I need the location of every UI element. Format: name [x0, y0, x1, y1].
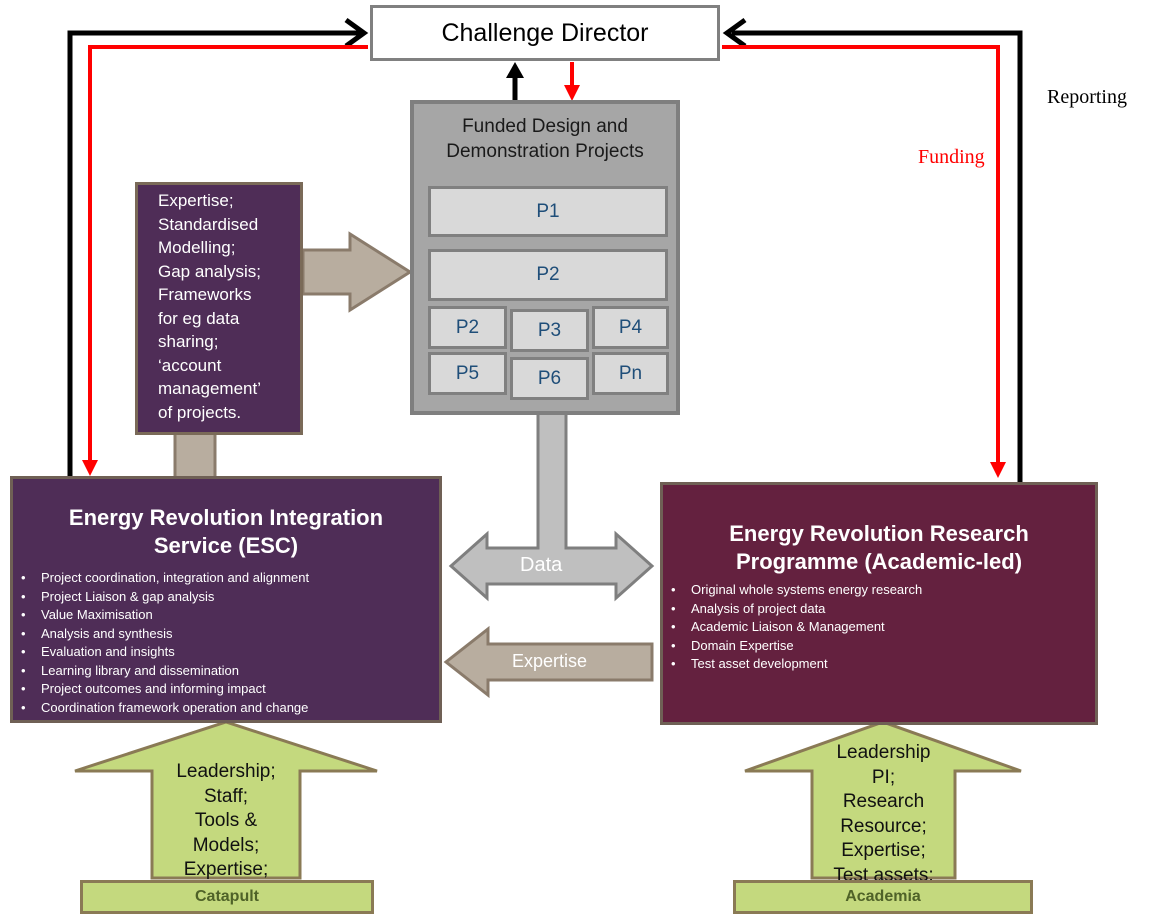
project-pn: Pn [592, 352, 669, 395]
esc-bullet: Project coordination, integration and al… [21, 569, 309, 588]
challenge-director-label: Challenge Director [441, 18, 649, 47]
esc-bullet: Value Maximisation [21, 606, 309, 625]
expertise-line: ‘account [158, 355, 222, 375]
funding-label: Funding [918, 146, 985, 168]
data-flow-arrow [448, 411, 655, 602]
esc-box: Energy Revolution Integration Service (E… [10, 476, 442, 723]
project-p6: P6 [510, 357, 589, 400]
err-funding-line [722, 45, 1000, 464]
expertise-line: Expertise; [158, 191, 234, 210]
research-bullet: Test asset development [671, 655, 922, 674]
esc-bullet: Analysis and synthesis [21, 625, 309, 644]
research-bullet: Original whole systems energy research [671, 581, 922, 600]
catapult-resources: Leadership; Staff; Tools & Models; Exper… [176, 761, 276, 880]
data-flow-label: Data [520, 554, 563, 576]
expertise-flow-label: Expertise [512, 651, 588, 671]
esc-reporting-arrowhead [344, 17, 369, 49]
expertise-line: management’ [158, 379, 262, 398]
expertise-box-stem [173, 431, 217, 480]
catapult-base: Catapult [80, 880, 374, 914]
esc-title: Energy Revolution Integration Service (E… [68, 505, 384, 558]
err-funding-arrowhead [990, 462, 1006, 478]
funded-projects-title: Funded Design and Demonstration Projects [446, 116, 644, 162]
challenge-director-box: Challenge Director [370, 5, 720, 61]
academia-resource-arrow [744, 720, 1022, 880]
esc-bullet: Learning library and dissemination [21, 662, 309, 681]
academia-base: Academia [733, 880, 1033, 914]
err-reporting-arrowhead [722, 17, 747, 49]
expertise-line: of projects. [158, 402, 242, 422]
esc-bullet: Project Liaison & gap analysis [21, 588, 309, 607]
esc-bullet: Coordination framework operation and cha… [21, 699, 309, 718]
catapult-resource-arrow [74, 720, 378, 880]
project-p4: P4 [592, 306, 669, 349]
project-p3: P3 [510, 309, 589, 352]
funded-projects-box: Funded Design and Demonstration Projects… [410, 100, 680, 415]
expertise-line: Modelling; [158, 238, 236, 257]
esc-funding-arrowhead [82, 460, 98, 476]
research-programme-box: Energy Revolution Research Programme (Ac… [660, 482, 1098, 725]
esc-bullet-list: Project coordination, integration and al… [21, 569, 309, 717]
research-bullet: Domain Expertise [671, 637, 922, 656]
expertise-services-box: Expertise; Standardised Modelling; Gap a… [135, 182, 303, 435]
project-p2-wide: P2 [428, 249, 668, 301]
academia-resources: Leadership PI; Research Resource; Expert… [833, 742, 934, 886]
research-bullet-list: Original whole systems energy research A… [671, 581, 922, 674]
project-p5: P5 [428, 352, 507, 395]
expertise-line: Frameworks [158, 285, 252, 304]
projects-reporting-arrowhead [506, 62, 524, 78]
research-programme-title: Energy Revolution Research Programme (Ac… [729, 521, 1029, 574]
reporting-label: Reporting [1047, 86, 1127, 108]
esc-funding-line [88, 45, 368, 462]
expertise-line: sharing; [158, 332, 219, 351]
esc-bullet: Project outcomes and informing impact [21, 680, 309, 699]
projects-funding-arrowhead [564, 85, 580, 101]
esc-bullet: Evaluation and insights [21, 643, 309, 662]
expertise-to-projects-arrow [301, 231, 413, 313]
expertise-line: for eg data [158, 308, 240, 328]
project-p2: P2 [428, 306, 507, 349]
research-bullet: Analysis of project data [671, 600, 922, 619]
esc-reporting-line [67, 30, 360, 480]
expertise-line: Standardised [158, 214, 259, 234]
project-p1: P1 [428, 186, 668, 237]
research-bullet: Academic Liaison & Management [671, 618, 922, 637]
expertise-flow-arrow [443, 625, 654, 699]
expertise-line: Gap analysis; [158, 261, 261, 281]
err-reporting-line [732, 30, 1023, 482]
